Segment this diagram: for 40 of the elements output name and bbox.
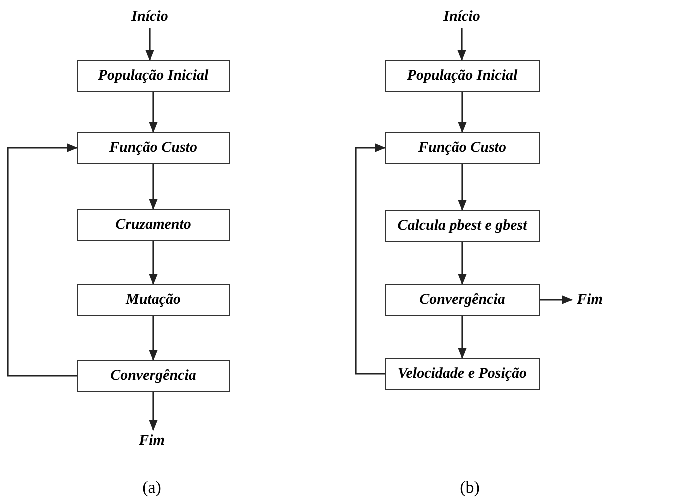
arrow [355, 144, 386, 375]
terminal-label: Início [444, 8, 480, 26]
box-label: Convergência [420, 292, 506, 308]
terminal-label: Início [132, 8, 168, 26]
arrow [458, 164, 467, 212]
process-box [77, 209, 230, 241]
arrow [458, 28, 466, 62]
arrow [149, 392, 158, 432]
process-box [77, 284, 230, 316]
arrow [7, 144, 78, 377]
box-label: Calcula pbest e gbest [398, 218, 528, 234]
panel-label: (b) [459, 478, 481, 498]
box-label: Cruzamento [116, 216, 192, 234]
arrow [458, 242, 467, 286]
process-box [385, 132, 540, 164]
process-box [385, 284, 540, 316]
terminal-label: Fim [577, 292, 603, 308]
process-box [385, 210, 540, 242]
terminal-label: Fim [139, 432, 165, 450]
arrow [149, 92, 158, 134]
arrow [149, 316, 158, 362]
arrow [146, 28, 154, 62]
process-box [385, 358, 540, 390]
box-label: População Inicial [98, 68, 209, 84]
box-label: Convergência [110, 368, 196, 384]
panel-label: (a) [142, 478, 162, 498]
process-box [77, 132, 230, 164]
box-label: Mutação [126, 292, 181, 308]
arrow [458, 92, 467, 134]
arrow [540, 296, 574, 304]
arrow [458, 316, 467, 360]
box-label: Função Custo [110, 140, 198, 156]
arrow [149, 241, 158, 286]
process-box [77, 360, 230, 392]
process-box [385, 60, 540, 92]
box-label: População Inicial [407, 68, 518, 84]
arrow [149, 164, 158, 210]
box-label: Função Custo [418, 140, 506, 156]
box-label: Velocidade e Posição [398, 366, 528, 382]
process-box [77, 60, 230, 92]
